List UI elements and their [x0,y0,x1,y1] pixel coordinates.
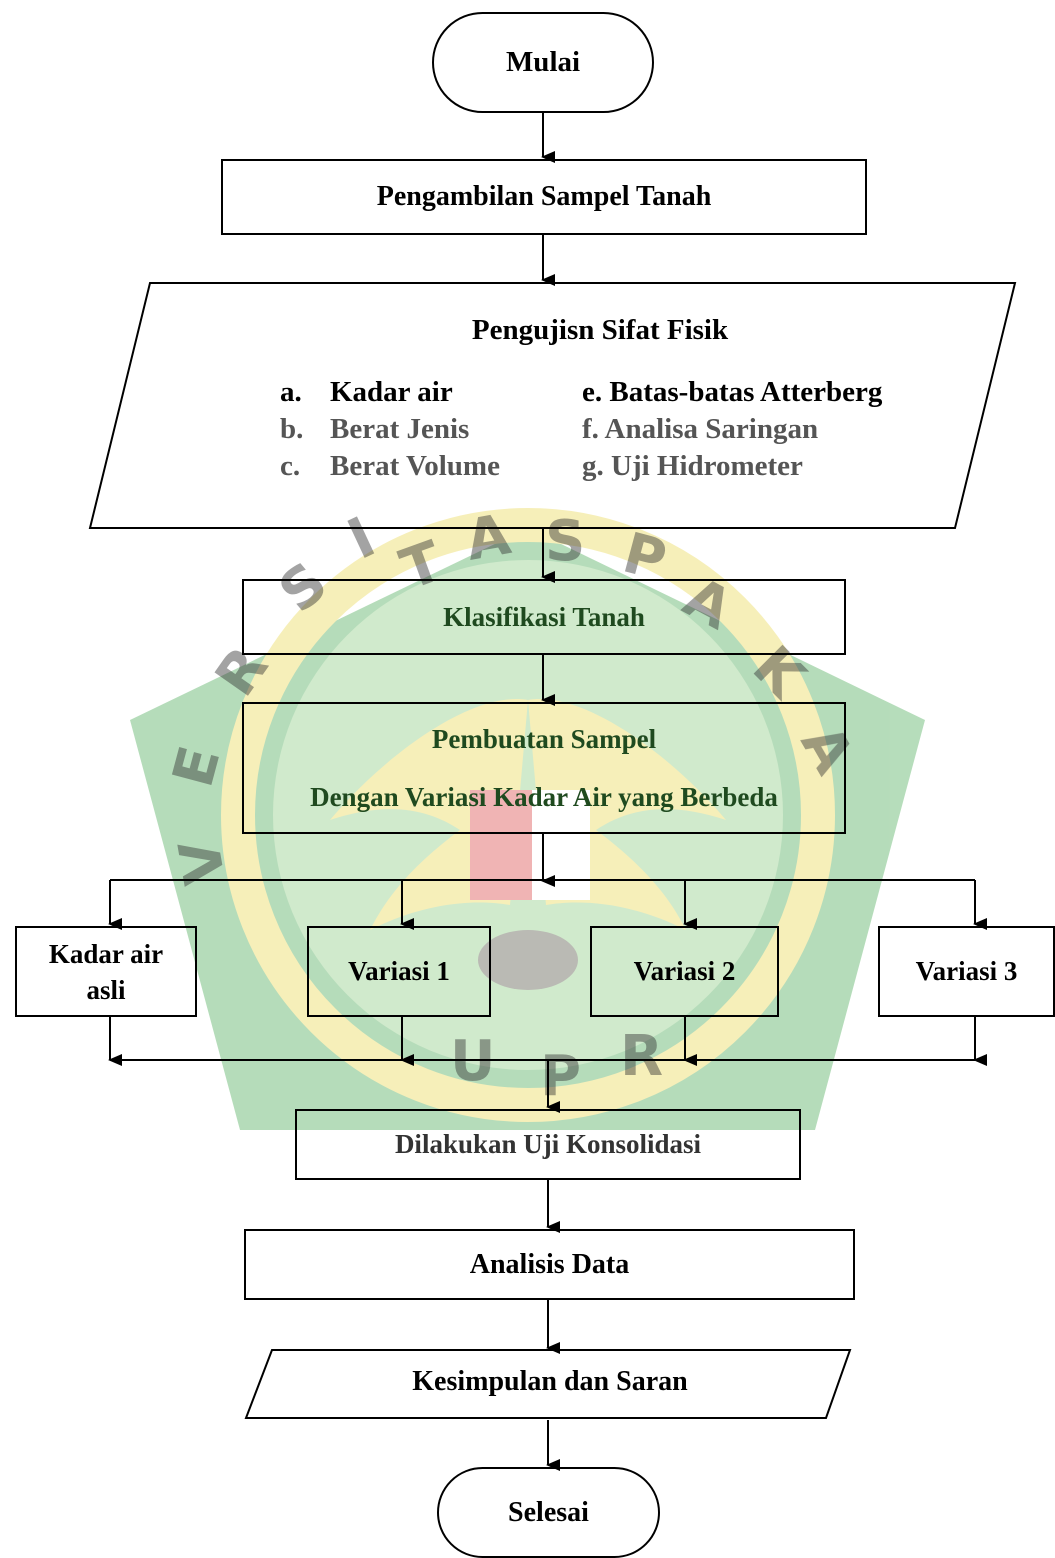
branch-original-line-2: asli [86,974,126,1005]
wm-letter: U [450,1029,495,1094]
wm-letter: S [545,509,585,574]
branch-variation-2-label: Variasi 2 [633,956,736,986]
classification-label: Klasifikasi Tanah [443,601,645,632]
list-marker: a. [280,376,302,408]
physical-test-title: Pengujisn Sifat Fisik [471,314,729,346]
conclusion-label: Kesimpulan dan Saran [412,1366,688,1397]
analysis-label: Analisis Data [469,1248,630,1280]
sample-preparation-process: Pembuatan Sampel Dengan Variasi Kadar Ai… [242,702,846,834]
branch-variation-1: Variasi 1 [307,926,491,1017]
branch-variation-3: Variasi 3 [878,926,1055,1017]
list-marker: c. [280,450,301,482]
branch-original-moisture: Kadar air asli [15,926,197,1017]
start-terminator: Mulai [432,12,654,113]
list-text: g. Uji Hidrometer [582,450,803,482]
wm-letter: P [540,1044,581,1109]
wm-letter: I [338,505,384,573]
preparation-line-2: Dengan Variasi Kadar Air yang Berbeda [310,782,778,812]
branch-variation-3-label: Variasi 3 [915,956,1018,986]
list-item: c. Berat Volume g. Uji Hidrometer [280,448,940,485]
list-text: Berat Jenis [330,413,470,445]
list-text: e. Batas-batas Atterberg [582,376,883,408]
branch-variation-1-label: Variasi 1 [348,956,450,986]
branch-variation-2: Variasi 2 [590,926,779,1017]
start-label: Mulai [505,46,581,78]
list-text: Kadar air [330,376,453,408]
wm-letter: A [461,502,516,574]
consolidation-process: Dilakukan Uji Konsolidasi [295,1109,801,1180]
classification-process: Klasifikasi Tanah [242,579,846,655]
preparation-line-1: Pembuatan Sampel [431,724,657,754]
list-marker: b. [280,413,304,445]
consolidation-label: Dilakukan Uji Konsolidasi [394,1129,702,1159]
wm-letter: E [161,740,234,794]
branch-original-line-1: Kadar air [48,938,164,969]
list-item: b. Berat Jenis f. Analisa Saringan [280,411,940,448]
analysis-process: Analisis Data [244,1229,855,1300]
emblem-pot [478,930,578,990]
list-text: Berat Volume [330,450,500,482]
list-item: a. Kadar air e. Batas-batas Atterberg [280,374,940,411]
sampling-process: Pengambilan Sampel Tanah [221,159,867,235]
wm-letter: V [167,834,239,889]
sampling-label: Pengambilan Sampel Tanah [376,181,712,212]
wm-letter: R [620,1024,663,1089]
end-terminator: Selesai [437,1467,660,1558]
list-text: f. Analisa Saringan [582,413,819,445]
physical-test-list: a. Kadar air e. Batas-batas Atterberg b.… [280,374,940,485]
end-label: Selesai [508,1496,589,1528]
